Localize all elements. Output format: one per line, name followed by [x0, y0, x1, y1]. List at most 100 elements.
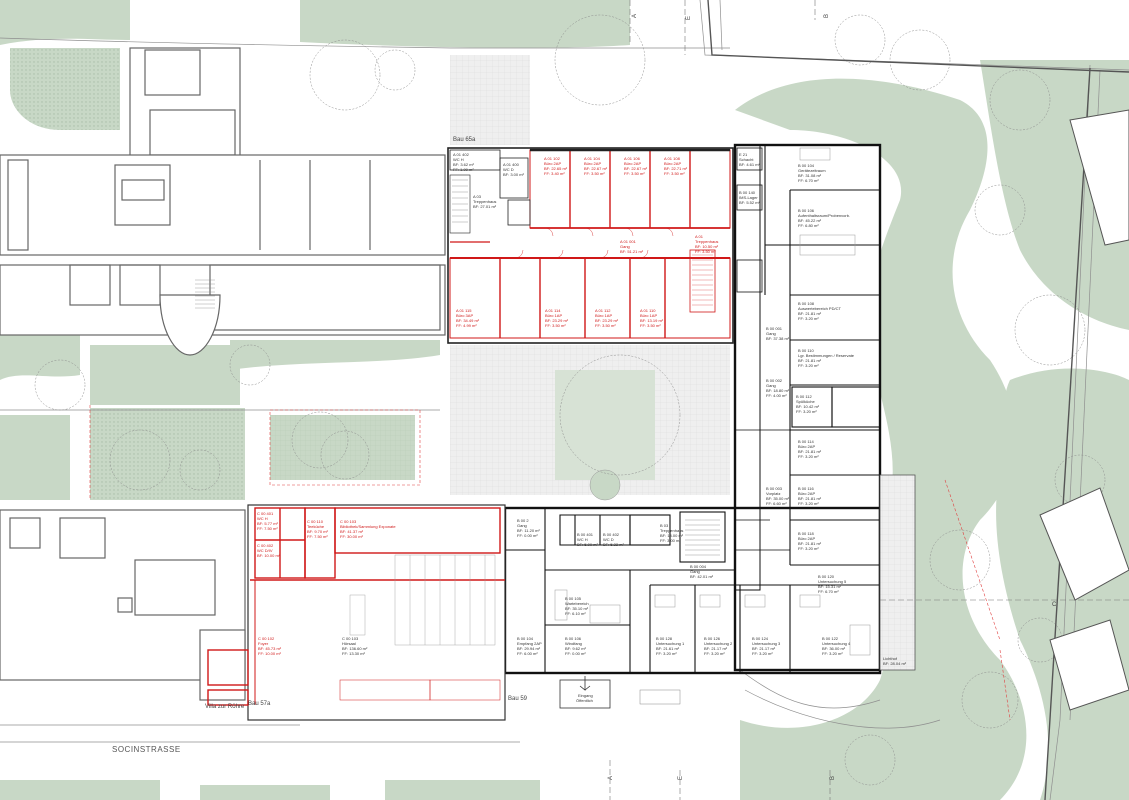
svg-text:FF: 3.50 m²: FF: 3.50 m²: [624, 171, 645, 176]
svg-text:BF: 3.62 m²: BF: 3.62 m²: [453, 162, 475, 167]
svg-text:C 00 110: C 00 110: [307, 519, 324, 524]
svg-text:BF: 22.67 m²: BF: 22.67 m²: [584, 166, 608, 171]
svg-text:FF: 3.20 m²: FF: 3.20 m²: [798, 454, 819, 459]
svg-text:BF: 21.61 m²: BF: 21.61 m²: [656, 646, 680, 651]
svg-text:B 00 124: B 00 124: [752, 636, 769, 641]
svg-text:B 00 106: B 00 106: [798, 208, 815, 213]
svg-text:BF: 23.29 m²: BF: 23.29 m²: [545, 318, 569, 323]
svg-text:BF: 45.73 m²: BF: 45.73 m²: [258, 646, 282, 651]
svg-text:BF: 136.60 m²: BF: 136.60 m²: [342, 646, 368, 651]
svg-text:B 00 402: B 00 402: [603, 532, 620, 537]
svg-text:FF: 3.40 m²: FF: 3.40 m²: [544, 171, 565, 176]
svg-text:Gang: Gang: [517, 523, 527, 528]
svg-text:FF: 3.50 m²: FF: 3.50 m²: [584, 171, 605, 176]
section-mark-e-bottom: E: [678, 776, 684, 780]
svg-text:BF: 36.00 m²: BF: 36.00 m²: [822, 646, 846, 651]
svg-text:Gang: Gang: [766, 331, 776, 336]
svg-text:Untersuchung 3: Untersuchung 3: [752, 641, 781, 646]
svg-text:BF: 41.37 m²: BF: 41.37 m²: [340, 529, 364, 534]
svg-text:C 00 102: C 00 102: [258, 636, 275, 641]
svg-text:B 00 401: B 00 401: [577, 532, 594, 537]
svg-text:C 00 402: C 00 402: [257, 543, 274, 548]
svg-text:FF: 6.10 m²: FF: 6.10 m²: [565, 611, 586, 616]
svg-text:FF: 7.50 m²: FF: 7.50 m²: [307, 534, 328, 539]
svg-text:FF: 1.99 m²: FF: 1.99 m²: [453, 167, 474, 172]
svg-text:Teeküche: Teeküche: [307, 524, 325, 529]
svg-text:B 00 002: B 00 002: [766, 378, 783, 383]
svg-text:FF: 0.00 m²: FF: 0.00 m²: [565, 651, 586, 656]
svg-text:Treppenhaus: Treppenhaus: [695, 239, 718, 244]
svg-text:Büro 1AP: Büro 1AP: [640, 313, 657, 318]
svg-text:A 01 104: A 01 104: [584, 156, 601, 161]
svg-text:WC D: WC D: [503, 167, 514, 172]
old-building: [0, 47, 446, 356]
svg-text:BF: 21.81 m²: BF: 21.81 m²: [798, 358, 822, 363]
svg-text:B 00 104: B 00 104: [517, 636, 534, 641]
svg-text:B 00 128: B 00 128: [656, 636, 673, 641]
svg-text:A 01 108: A 01 108: [664, 156, 681, 161]
svg-text:Büro 3AP: Büro 3AP: [456, 313, 473, 318]
svg-text:FF: 3.50 m²: FF: 3.50 m²: [595, 323, 616, 328]
svg-text:BF: 22.71 m²: BF: 22.71 m²: [664, 166, 688, 171]
svg-text:Büro 2AP: Büro 2AP: [544, 161, 561, 166]
svg-text:FF: 3.20 m²: FF: 3.20 m²: [752, 651, 773, 656]
section-mark-a-top: A: [632, 14, 638, 18]
svg-text:B 00 110: B 00 110: [798, 348, 814, 353]
svg-text:A 01 114: A 01 114: [545, 308, 561, 313]
svg-text:BF: 22.65 m²: BF: 22.65 m²: [544, 166, 568, 171]
svg-text:FF: 3.20 m²: FF: 3.20 m²: [704, 651, 725, 656]
svg-text:BF: 5.52 m²: BF: 5.52 m²: [739, 200, 761, 205]
north-east-boundary: [707, 0, 1129, 73]
svg-text:Empfang 2AP: Empfang 2AP: [517, 641, 542, 646]
svg-text:FF: 3.20 m²: FF: 3.20 m²: [656, 651, 677, 656]
site-text: SOCINSTRASSE Villa zur Röhre Bau 57a Bau…: [112, 14, 1057, 780]
svg-text:FF: 4.99 m²: FF: 4.99 m²: [456, 323, 477, 328]
svg-text:Aufenthaltsraum/Probenvorb.: Aufenthaltsraum/Probenvorb.: [798, 213, 850, 218]
svg-text:FF: 6.70 m²: FF: 6.70 m²: [818, 589, 839, 594]
svg-text:BF: 28.04 m²: BF: 28.04 m²: [883, 661, 907, 666]
svg-text:Lichthof: Lichthof: [883, 656, 898, 661]
svg-text:Wartebereich: Wartebereich: [565, 601, 589, 606]
svg-text:B 00 001: B 00 001: [766, 326, 783, 331]
svg-text:Gang: Gang: [766, 383, 776, 388]
svg-text:BF: 29.94 m²: BF: 29.94 m²: [517, 646, 541, 651]
svg-text:Büro 1AP: Büro 1AP: [545, 313, 562, 318]
svg-text:FF: 0.00 m²: FF: 0.00 m²: [517, 533, 538, 538]
svg-text:FF: 3.50 m²: FF: 3.50 m²: [640, 323, 661, 328]
svg-text:B 00 106: B 00 106: [565, 636, 582, 641]
svg-text:BF: 42.01 m²: BF: 42.01 m²: [690, 574, 714, 579]
svg-text:A 01: A 01: [695, 234, 704, 239]
svg-text:Hörsaal: Hörsaal: [342, 641, 356, 646]
section-mark-e-top: E: [686, 16, 692, 20]
svg-text:B 00 116: B 00 116: [798, 486, 814, 491]
building-b: [503, 143, 916, 709]
section-mark-b-top: B: [824, 14, 830, 18]
svg-text:IMS-Lager: IMS-Lager: [739, 195, 758, 200]
section-mark-b-bottom: B: [830, 776, 836, 780]
east-boundary: [1044, 67, 1091, 800]
svg-text:Foyer: Foyer: [258, 641, 269, 646]
svg-text:BF: 21.81 m²: BF: 21.81 m²: [798, 496, 822, 501]
svg-text:FF: 3.20 m²: FF: 3.20 m²: [798, 501, 819, 506]
svg-text:BF: 5.32 m²: BF: 5.32 m²: [603, 542, 625, 547]
svg-text:BF: 22.67 m²: BF: 22.67 m²: [624, 166, 648, 171]
